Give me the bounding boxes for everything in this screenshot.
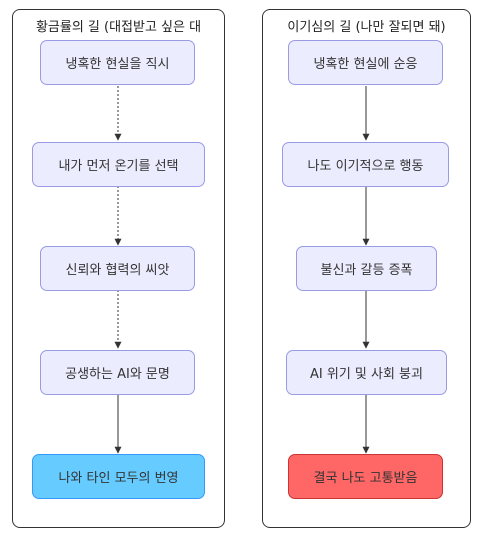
right-step-3-label: 불신과 갈등 증폭: [320, 263, 413, 278]
right-step-1-node: 냉혹한 현실에 순응: [288, 40, 443, 85]
left-step-3-node: 신뢰와 협력의 씨앗: [40, 246, 195, 291]
left-step-5-outcome-node: 나와 타인 모두의 번영: [32, 454, 205, 499]
right-step-4-label: AI 위기 및 사회 붕괴: [310, 367, 423, 382]
left-step-2-node: 내가 먼저 온기를 선택: [32, 142, 205, 187]
left-step-1-label: 냉혹한 현실을 직시: [65, 57, 170, 72]
right-step-5-outcome-node: 결국 나도 고통받음: [288, 454, 443, 499]
left-step-4-label: 공생하는 AI와 문명: [65, 367, 170, 382]
golden-rule-path-title: 황금률의 길 (대접받고 싶은 대: [35, 20, 202, 35]
left-step-3-label: 신뢰와 협력의 씨앗: [65, 263, 170, 278]
right-step-2-label: 나도 이기적으로 행동: [307, 159, 424, 174]
left-step-2-label: 내가 먼저 온기를 선택: [58, 159, 179, 174]
left-step-1-node: 냉혹한 현실을 직시: [40, 40, 195, 85]
left-step-4-node: 공생하는 AI와 문명: [40, 350, 195, 395]
right-step-1-label: 냉혹한 현실에 순응: [313, 57, 418, 72]
selfish-path-title: 이기심의 길 (나만 잘되면 돼): [287, 20, 446, 35]
right-step-2-node: 나도 이기적으로 행동: [282, 142, 449, 187]
left-step-5-label: 나와 타인 모두의 번영: [58, 471, 179, 486]
right-step-5-label: 결국 나도 고통받음: [313, 471, 418, 486]
right-step-4-node: AI 위기 및 사회 붕괴: [286, 350, 447, 395]
right-step-3-node: 불신과 갈등 증폭: [296, 246, 437, 291]
